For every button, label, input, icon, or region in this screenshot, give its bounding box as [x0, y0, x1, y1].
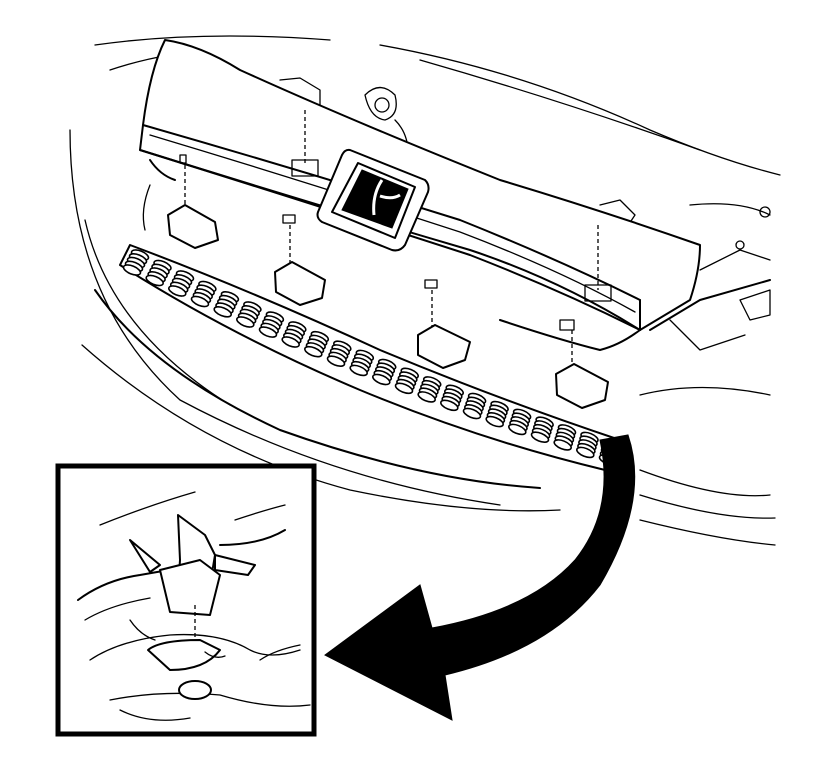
upper-clip — [291, 110, 612, 302]
mesh-slot — [145, 274, 164, 287]
mesh-slot — [462, 407, 482, 420]
mesh-slot — [168, 285, 187, 297]
retaining-clips — [142, 110, 612, 409]
mesh-slot — [122, 264, 142, 276]
mesh-slot — [530, 431, 550, 444]
mesh-slot — [304, 345, 323, 358]
mesh-slot — [281, 336, 300, 348]
mesh-slot — [372, 373, 391, 386]
mesh-slot — [553, 439, 572, 451]
mesh-slot — [190, 295, 210, 308]
mesh-slot — [213, 305, 232, 318]
mesh-slot — [417, 391, 436, 403]
detail-inset — [55, 463, 317, 737]
mesh-slot — [349, 364, 368, 377]
retaining-clip — [417, 279, 471, 369]
mesh-slot — [440, 399, 459, 412]
emblem-icon — [316, 148, 430, 252]
mesh-slot — [485, 415, 504, 428]
mesh-slot — [236, 316, 255, 328]
retaining-clip — [274, 214, 326, 306]
mesh-slot — [326, 355, 346, 368]
arrow-icon — [324, 434, 636, 721]
mesh-slot — [394, 382, 414, 395]
mesh-slot — [576, 446, 595, 459]
retaining-clip — [142, 154, 219, 249]
mesh-slot — [508, 423, 527, 436]
mesh-slot — [258, 326, 278, 338]
retaining-clip — [555, 319, 609, 409]
